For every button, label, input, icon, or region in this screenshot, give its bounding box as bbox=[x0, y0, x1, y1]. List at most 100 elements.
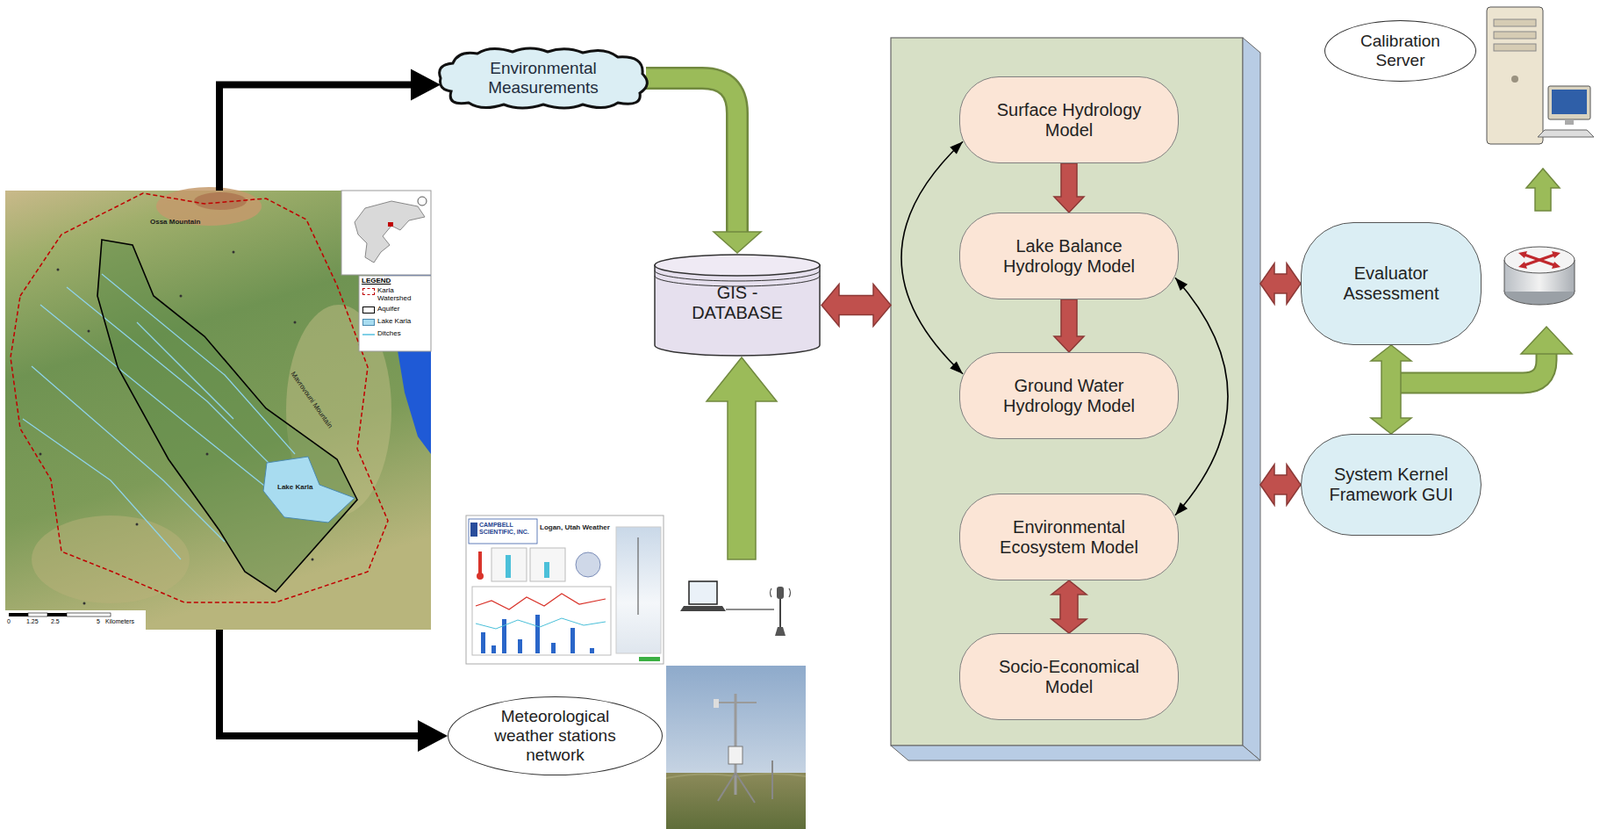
thick-arrow-line bbox=[219, 84, 417, 191]
server-icon bbox=[1486, 7, 1543, 144]
block-arrow bbox=[1260, 464, 1301, 505]
software-screenshot bbox=[470, 522, 478, 537]
connector-arrow bbox=[901, 141, 963, 374]
block-arrow bbox=[1054, 163, 1084, 213]
flow-arrow bbox=[1521, 326, 1572, 354]
software-screenshot bbox=[638, 656, 661, 661]
flow-arrow bbox=[1395, 352, 1547, 383]
arrow-head bbox=[713, 231, 761, 253]
software-screenshot bbox=[637, 537, 639, 615]
connector-arrow bbox=[1260, 263, 1301, 304]
map-illustration bbox=[417, 196, 427, 206]
weather-station-photo bbox=[666, 665, 806, 829]
map-illustration bbox=[66, 286, 278, 472]
map-illustration bbox=[341, 190, 431, 275]
curved-arrow-line bbox=[1175, 277, 1228, 516]
node-text: System Kernel Framework GUI bbox=[1322, 464, 1460, 505]
map-illustration bbox=[57, 268, 60, 272]
map-illustration bbox=[8, 612, 29, 617]
map-label: Lake Karla bbox=[277, 483, 313, 492]
note-label: 5 bbox=[96, 617, 101, 625]
server-icon bbox=[1551, 89, 1587, 115]
cylinder-top bbox=[654, 254, 820, 276]
legend-text: Karla Watershed bbox=[377, 286, 429, 303]
node-text: Lake Balance Hydrology Model bbox=[979, 236, 1159, 277]
connector-arrow bbox=[1054, 299, 1084, 352]
software-screenshot bbox=[517, 638, 523, 653]
map-illustration bbox=[232, 251, 236, 254]
process-box: Evaluator Assessment bbox=[1300, 222, 1482, 345]
router-icon bbox=[1551, 261, 1561, 269]
router-icon bbox=[1521, 253, 1557, 266]
note-label: 2.5 bbox=[50, 617, 60, 625]
map-illustration bbox=[311, 558, 315, 561]
router-icon bbox=[1504, 246, 1575, 273]
map-illustration bbox=[97, 239, 358, 592]
node-text: Evaluator Assessment bbox=[1322, 263, 1460, 304]
model-panel-face bbox=[890, 37, 1243, 746]
software-screenshot bbox=[475, 617, 606, 629]
node-text: Environmental Measurements bbox=[452, 58, 634, 98]
map-label: Ossa Mountain bbox=[150, 218, 201, 227]
model-panel-face bbox=[1242, 37, 1261, 761]
software-screenshot bbox=[491, 645, 496, 653]
server-icon bbox=[1548, 86, 1591, 120]
map-illustration bbox=[66, 612, 111, 617]
node-text: Meteorological weather stations network bbox=[474, 706, 636, 765]
note-label: Logan, Utah Weather bbox=[539, 523, 610, 532]
software-screenshot bbox=[530, 547, 566, 582]
laptop-antenna-icon bbox=[774, 626, 786, 636]
software-screenshot bbox=[570, 627, 575, 653]
map-illustration bbox=[39, 251, 315, 605]
block-arrow bbox=[821, 284, 891, 327]
software-screenshot bbox=[616, 526, 661, 653]
map-illustration bbox=[10, 193, 388, 603]
model-panel-face bbox=[890, 37, 1261, 761]
connector-arrow bbox=[219, 629, 448, 752]
software-screenshot bbox=[466, 515, 664, 664]
node-text: Calibration Server bbox=[1346, 31, 1455, 71]
legend-text: Lake Karla bbox=[377, 317, 429, 326]
laptop-antenna-icon bbox=[770, 588, 791, 597]
map-illustration bbox=[206, 452, 209, 456]
laptop-antenna-icon bbox=[680, 581, 791, 636]
weather-station-photo bbox=[717, 772, 736, 801]
legend-swatch bbox=[362, 333, 375, 336]
map-illustration bbox=[40, 304, 269, 489]
node-text: Socio-Economical Model bbox=[979, 656, 1159, 697]
block-arrow bbox=[1054, 299, 1084, 352]
weather-station-photo bbox=[735, 772, 755, 803]
map-label: Mavrovouni Mountain bbox=[288, 370, 334, 431]
cylinder-body bbox=[654, 265, 820, 356]
software-screenshot bbox=[491, 547, 527, 582]
laptop-antenna-icon bbox=[779, 598, 782, 629]
weather-station-photo bbox=[734, 693, 738, 795]
software-screenshot bbox=[575, 552, 601, 577]
software-screenshot bbox=[466, 515, 664, 664]
server-icon bbox=[1486, 7, 1594, 144]
node-text: Ground Water Hydrology Model bbox=[979, 375, 1159, 417]
software-screenshot bbox=[478, 551, 482, 574]
data-cloud: Environmental Measurements bbox=[433, 45, 653, 111]
map-illustration bbox=[22, 273, 295, 560]
arrow-head bbox=[949, 361, 963, 374]
arrow-head bbox=[1175, 277, 1188, 291]
model-box: Environmental Ecosystem Model bbox=[959, 493, 1179, 581]
arrow-head bbox=[949, 141, 963, 154]
map-illustration bbox=[31, 515, 190, 603]
weather-station-photo bbox=[713, 698, 719, 708]
connector-arrow bbox=[1260, 464, 1301, 505]
node-text: GIS - DATABASE bbox=[680, 282, 795, 323]
map-illustration bbox=[47, 612, 67, 617]
map-illustration bbox=[179, 294, 183, 298]
legend-text: Ditches bbox=[377, 330, 429, 338]
server-label: Calibration Server bbox=[1324, 20, 1477, 82]
router-icon bbox=[1521, 253, 1557, 266]
laptop-antenna-icon bbox=[688, 581, 718, 604]
fat-arrow-outline bbox=[645, 78, 738, 232]
weather-station-photo bbox=[715, 701, 757, 704]
connector-arrow bbox=[1054, 163, 1084, 213]
arrow-head bbox=[417, 719, 448, 752]
curved-arrow-line bbox=[901, 141, 963, 374]
